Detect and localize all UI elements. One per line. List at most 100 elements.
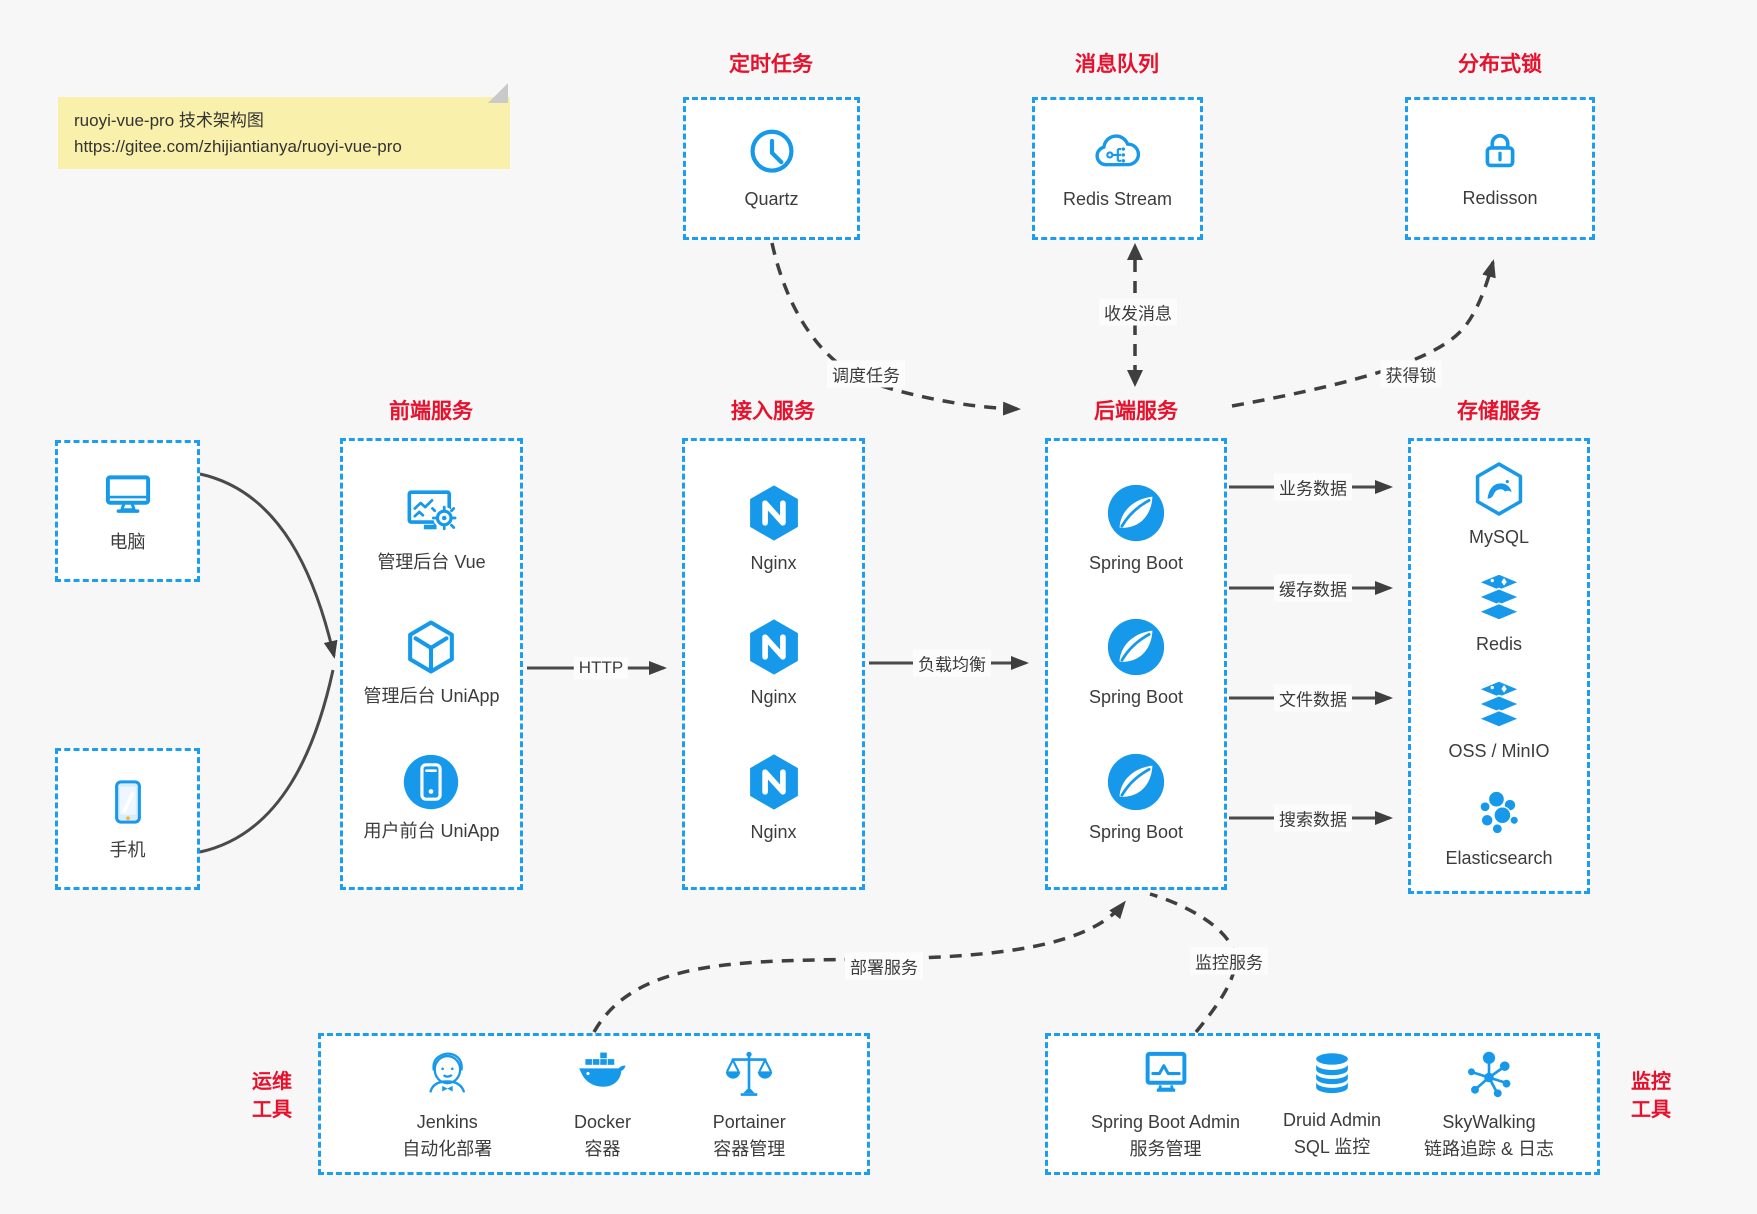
- user-uniapp-label: 用户前台 UniApp: [363, 820, 500, 841]
- jenkins-icon: [419, 1046, 475, 1102]
- backend-services-box: Spring Boot Spring Boot Spring Boot: [1045, 438, 1227, 890]
- column-title-backend: 后端服务: [1094, 400, 1178, 423]
- cloud-stream-icon: [1088, 125, 1146, 179]
- edge-label-load-balance: 负载均衡: [913, 649, 991, 677]
- redisson-label: Redisson: [1462, 187, 1538, 208]
- edge-label-search-data: 搜索数据: [1274, 804, 1352, 832]
- spring-boot-label-1: Spring Boot: [1088, 552, 1184, 573]
- edge-label-cache-data: 缓存数据: [1274, 574, 1352, 602]
- spring-boot-admin-sublabel: 服务管理: [1129, 1138, 1202, 1159]
- desktop-client-label: 电脑: [109, 532, 146, 553]
- quartz-label: Quartz: [744, 188, 799, 209]
- docker-sublabel: 容器: [584, 1138, 621, 1159]
- note-url: https://gitee.com/zhijiantianya/ruoyi-vu…: [74, 137, 402, 157]
- edge-label-business-data: 业务数据: [1274, 473, 1352, 501]
- monitor-tools-side-label: 监控 工具: [1631, 1071, 1671, 1121]
- ops-tools-side-label: 运维 工具: [252, 1071, 292, 1121]
- spring-boot-item-1: Spring Boot: [1089, 483, 1183, 576]
- frontend-services-box: 管理后台 Vue 管理后台 UniApp 用户前台 UniApp: [340, 438, 523, 890]
- skywalking-sublabel: 链路追踪 & 日志: [1424, 1138, 1555, 1159]
- nginx-icon: [744, 752, 804, 812]
- nginx-icon: [744, 617, 804, 677]
- desktop-icon: [100, 466, 156, 522]
- nginx-label-1: Nginx: [750, 552, 797, 573]
- quartz-box: Quartz: [683, 97, 860, 240]
- spring-boot-icon: [1106, 617, 1166, 677]
- elasticsearch-icon: [1472, 784, 1526, 838]
- phone-client-item: 手机: [100, 774, 156, 863]
- skywalking-icon: [1461, 1046, 1517, 1102]
- redis-item: Redis: [1472, 570, 1526, 657]
- column-title-frontend: 前端服务: [389, 400, 473, 423]
- edge-label-send-receive-msg: 收发消息: [1099, 298, 1177, 326]
- druid-label: Druid Admin: [1283, 1110, 1382, 1131]
- msg-arrowhead-up: [1127, 243, 1143, 260]
- note-title: ruoyi-vue-pro 技术架构图: [74, 111, 264, 130]
- spring-boot-label-3: Spring Boot: [1088, 822, 1184, 843]
- redisson-box: Redisson: [1405, 97, 1595, 240]
- portainer-item: Portainer 容器管理: [713, 1046, 786, 1161]
- edge-label-get-lock: 获得锁: [1380, 360, 1442, 388]
- nginx-item-1: Nginx: [744, 483, 804, 576]
- druid-item: Druid Admin SQL 监控: [1283, 1048, 1381, 1159]
- user-uniapp-item: 用户前台 UniApp: [363, 753, 500, 844]
- docker-item: Docker 容器: [573, 1046, 631, 1161]
- jenkins-item: Jenkins 自动化部署: [402, 1046, 492, 1161]
- nginx-label-3: Nginx: [750, 822, 797, 843]
- docker-icon: [573, 1046, 631, 1102]
- nginx-item-3: Nginx: [744, 752, 804, 845]
- spring-boot-icon: [1106, 483, 1166, 543]
- monitor-tools-box: Spring Boot Admin 服务管理 Druid Admin SQL 监…: [1045, 1033, 1600, 1175]
- edge-label-file-data: 文件数据: [1274, 684, 1352, 712]
- elasticsearch-item: Elasticsearch: [1445, 784, 1553, 871]
- edge-label-monitor-service: 监控服务: [1190, 947, 1268, 975]
- portainer-icon: [721, 1046, 777, 1102]
- mysql-icon: [1471, 461, 1527, 517]
- oss-minio-icon: [1472, 677, 1526, 731]
- lock-icon: [1474, 126, 1526, 178]
- docker-label: Docker: [573, 1112, 631, 1133]
- spring-boot-admin-label: Spring Boot Admin: [1090, 1112, 1241, 1133]
- edge-label-deploy-service: 部署服务: [845, 952, 923, 980]
- msg-arrowhead-down: [1127, 370, 1143, 387]
- user-app-icon: [402, 753, 460, 811]
- redis-stream-box: Redis Stream: [1032, 97, 1203, 240]
- spring-boot-admin-item: Spring Boot Admin 服务管理: [1091, 1046, 1240, 1161]
- admin-vue-label: 管理后台 Vue: [377, 552, 486, 573]
- admin-uniapp-label: 管理后台 UniApp: [363, 686, 500, 707]
- ops-tools-box: Jenkins 自动化部署 Docker 容器 Portainer 容器管理: [318, 1033, 870, 1175]
- clock-icon: [745, 125, 799, 179]
- phone-client-label: 手机: [109, 840, 146, 861]
- edge-label-schedule-task: 调度任务: [827, 360, 905, 388]
- jenkins-sublabel: 自动化部署: [402, 1138, 493, 1159]
- elasticsearch-label: Elasticsearch: [1445, 847, 1553, 868]
- edge-phone-to-frontend: [199, 669, 335, 854]
- group-title-message-queue: 消息队列: [1075, 53, 1159, 76]
- druid-icon: [1306, 1048, 1358, 1100]
- nginx-label-2: Nginx: [750, 687, 797, 708]
- uniapp-cube-icon: [402, 618, 460, 676]
- desktop-client-item: 电脑: [100, 466, 156, 555]
- spring-boot-label-2: Spring Boot: [1088, 687, 1184, 708]
- edge-get-lock: [1231, 259, 1496, 408]
- edge-desktop-to-frontend: [199, 472, 338, 659]
- oss-minio-label: OSS / MinIO: [1448, 740, 1550, 761]
- admin-uniapp-item: 管理后台 UniApp: [363, 618, 500, 709]
- druid-sublabel: SQL 监控: [1293, 1136, 1371, 1157]
- portainer-label: Portainer: [712, 1112, 786, 1133]
- storage-services-box: MySQL Redis OSS / MinIO Elasticsearch: [1408, 438, 1590, 894]
- group-title-scheduled-task: 定时任务: [729, 53, 813, 76]
- column-title-storage: 存储服务: [1457, 400, 1541, 423]
- redis-icon: [1472, 570, 1526, 624]
- nginx-item-2: Nginx: [744, 617, 804, 710]
- desktop-client-box: 电脑: [55, 440, 200, 582]
- portainer-sublabel: 容器管理: [713, 1138, 786, 1159]
- skywalking-label: SkyWalking: [1442, 1112, 1536, 1133]
- redis-label: Redis: [1475, 633, 1523, 654]
- spring-boot-icon: [1106, 752, 1166, 812]
- sticky-note: ruoyi-vue-pro 技术架构图 https://gitee.com/zh…: [58, 83, 510, 169]
- phone-icon: [100, 774, 156, 830]
- jenkins-label: Jenkins: [416, 1112, 478, 1133]
- admin-vue-icon: [403, 484, 461, 542]
